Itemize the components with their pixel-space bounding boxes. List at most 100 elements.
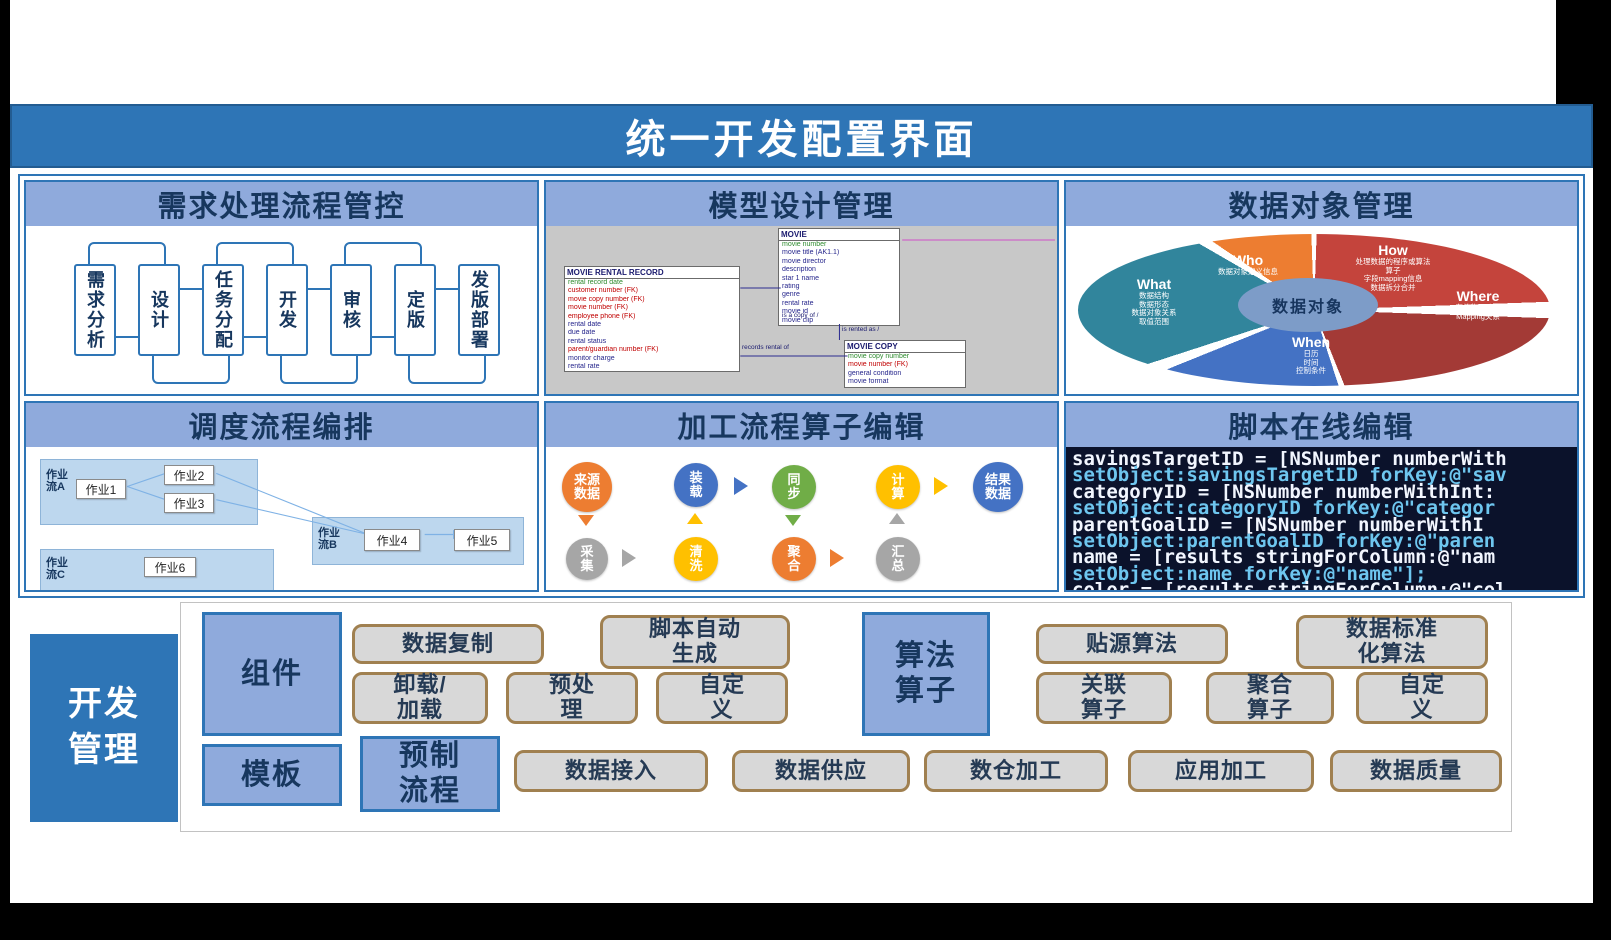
- operator-canvas: 来源 数据装 载同 步计 算结果 数据采 集清 洗聚 合汇 总: [546, 447, 1057, 590]
- dev-management-label: 开发 管理: [30, 634, 178, 822]
- entity-row: rental date: [568, 321, 602, 329]
- entity-table-title: MOVIE RENTAL RECORD: [565, 267, 739, 279]
- flow-step: 定版: [394, 264, 436, 356]
- job-box: 作业6: [144, 557, 196, 577]
- operator-node: 汇 总: [876, 537, 920, 581]
- pie-segment-name: Who: [1232, 252, 1264, 268]
- algorithm-button: 聚合 算子: [1206, 672, 1334, 724]
- entity-row: movie copy number (FK): [568, 295, 645, 303]
- algorithm-button: 关联 算子: [1036, 672, 1172, 724]
- job-box: 作业2: [164, 465, 214, 485]
- frame-bar-left: [0, 0, 10, 905]
- algorithm-button: 数据标准 化算法: [1296, 615, 1488, 669]
- relationship-label: is rented as /: [842, 326, 880, 333]
- code-line: savingsTargetID = [NSNumber numberWith: [1072, 448, 1507, 470]
- entity-row: rating: [782, 283, 800, 291]
- job-flow-a-label: 作业 流A: [46, 469, 68, 493]
- code-line: name = [results stringForColumn:@"nam: [1072, 546, 1496, 569]
- entity-row: movie id: [782, 308, 809, 316]
- entity-row: movie format: [848, 378, 889, 386]
- dev-management-frame: [180, 602, 1512, 832]
- flow-step: 审核: [330, 264, 372, 356]
- frame-corner-block: [1556, 0, 1611, 104]
- panel-requirements: 需求处理流程管控 需求分析 设计 任务分配 开发 审核 定版 发版部署: [24, 180, 539, 396]
- pie-segment-desc: 处理数据的程序或算法 算子 字段mapping信息 数据拆分合并: [1355, 257, 1431, 292]
- prefab-flow-label: 预制 流程: [360, 736, 500, 812]
- job-box: 作业3: [164, 493, 214, 513]
- component-button: 卸载/ 加载: [352, 672, 488, 724]
- entity-row: customer number (FK): [568, 287, 639, 295]
- code-line: color = [results stringForColumn:@"col: [1072, 581, 1571, 590]
- code-line: setObject:savingsTargetID forKey:@"sav: [1072, 464, 1507, 487]
- panel-operator-editing: 加工流程算子编辑 来源 数据装 载同 步计 算结果 数据采 集清 洗聚 合汇 总: [544, 401, 1059, 592]
- code-line: parentGoalID = [NSNumber numberWithI: [1072, 513, 1484, 536]
- pie-segment-name: How: [1378, 242, 1408, 258]
- panel-script-title: 脚本在线编辑: [1066, 403, 1577, 447]
- entity-row: movie number (FK): [568, 304, 628, 312]
- pie-segment-name: When: [1291, 334, 1331, 350]
- entity-row: rental status: [568, 337, 607, 345]
- entity-row: genre: [782, 291, 800, 299]
- arrow-right-icon: [734, 477, 748, 495]
- pie-segment-desc: 日历 时间 控制条件: [1296, 349, 1326, 375]
- operator-node: 来源 数据: [562, 462, 612, 512]
- pie-segment-name: Where: [1456, 288, 1500, 304]
- entity-row: movie director: [782, 257, 826, 265]
- code-line: setObject:categoryID forKey:@"categor: [1072, 497, 1496, 520]
- entity-row: movie copy number: [848, 353, 910, 360]
- pie-segment-desc: 数据对象定义信息: [1218, 267, 1278, 276]
- arrow-right-icon: [830, 549, 844, 567]
- panel-requirements-title: 需求处理流程管控: [26, 182, 537, 226]
- flow-step: 任务分配: [202, 264, 244, 356]
- entity-row: movie number: [782, 241, 827, 248]
- entity-row: parent/guardian number (FK): [568, 346, 659, 354]
- arrow-right-icon: [622, 549, 636, 567]
- code-line: setObject:parentGoalID forKey:@"paren: [1072, 530, 1496, 553]
- template-button: 数据接入: [514, 750, 708, 792]
- job-box: 作业1: [76, 479, 126, 499]
- frame-bar-right: [1593, 0, 1611, 905]
- entity-row: description: [782, 266, 816, 274]
- panel-scheduling-title: 调度流程编排: [26, 403, 537, 447]
- template-button: 数仓加工: [924, 750, 1108, 792]
- job-flow-b-label: 作业 流B: [318, 527, 340, 551]
- algorithm-button: 贴源算法: [1036, 624, 1228, 664]
- entity-row: movie number (FK): [848, 361, 908, 369]
- flow-step: 发版部署: [458, 264, 500, 356]
- panel-script-editing: 脚本在线编辑 savingsTargetID = [NSNumber numbe…: [1064, 401, 1579, 592]
- relationship-label: records rental of: [742, 344, 789, 351]
- entity-row: rental rate: [568, 363, 600, 371]
- component-button: 自定 义: [656, 672, 788, 724]
- operator-node: 同 步: [772, 465, 816, 509]
- frame-bar-bottom: [0, 903, 1611, 940]
- entity-row: due date: [568, 329, 596, 337]
- operator-node: 装 载: [674, 463, 718, 507]
- job-connector-lines: [126, 472, 462, 540]
- component-button: 数据复制: [352, 624, 544, 664]
- entity-row: movie title (AK1.1): [782, 249, 840, 257]
- template-button: 数据质量: [1330, 750, 1502, 792]
- scheduling-canvas: 作业 流A 作业 流B 作业 流C 作业1 作业2 作业3 作业4 作业5 作业…: [26, 447, 537, 590]
- component-button: 脚本自动 生成: [600, 615, 790, 669]
- entity-row: monitor charge: [568, 354, 615, 362]
- operator-node: 清 洗: [674, 537, 718, 581]
- entity-table-title: MOVIE: [779, 229, 899, 241]
- template-button: 应用加工: [1128, 750, 1314, 792]
- er-connector-lines: [740, 239, 1055, 357]
- entity-table-title: MOVIE COPY: [845, 341, 965, 353]
- panel-data-object-title: 数据对象管理: [1066, 182, 1577, 226]
- panel-grid: 需求处理流程管控 需求分析 设计 任务分配 开发 审核 定版 发版部署 模型设计…: [18, 174, 1585, 598]
- arrow-down-icon: [785, 515, 801, 526]
- entity-row: rental rate: [782, 299, 814, 307]
- entity-row: movie clip: [782, 316, 814, 324]
- panel-operator-title: 加工流程算子编辑: [546, 403, 1057, 447]
